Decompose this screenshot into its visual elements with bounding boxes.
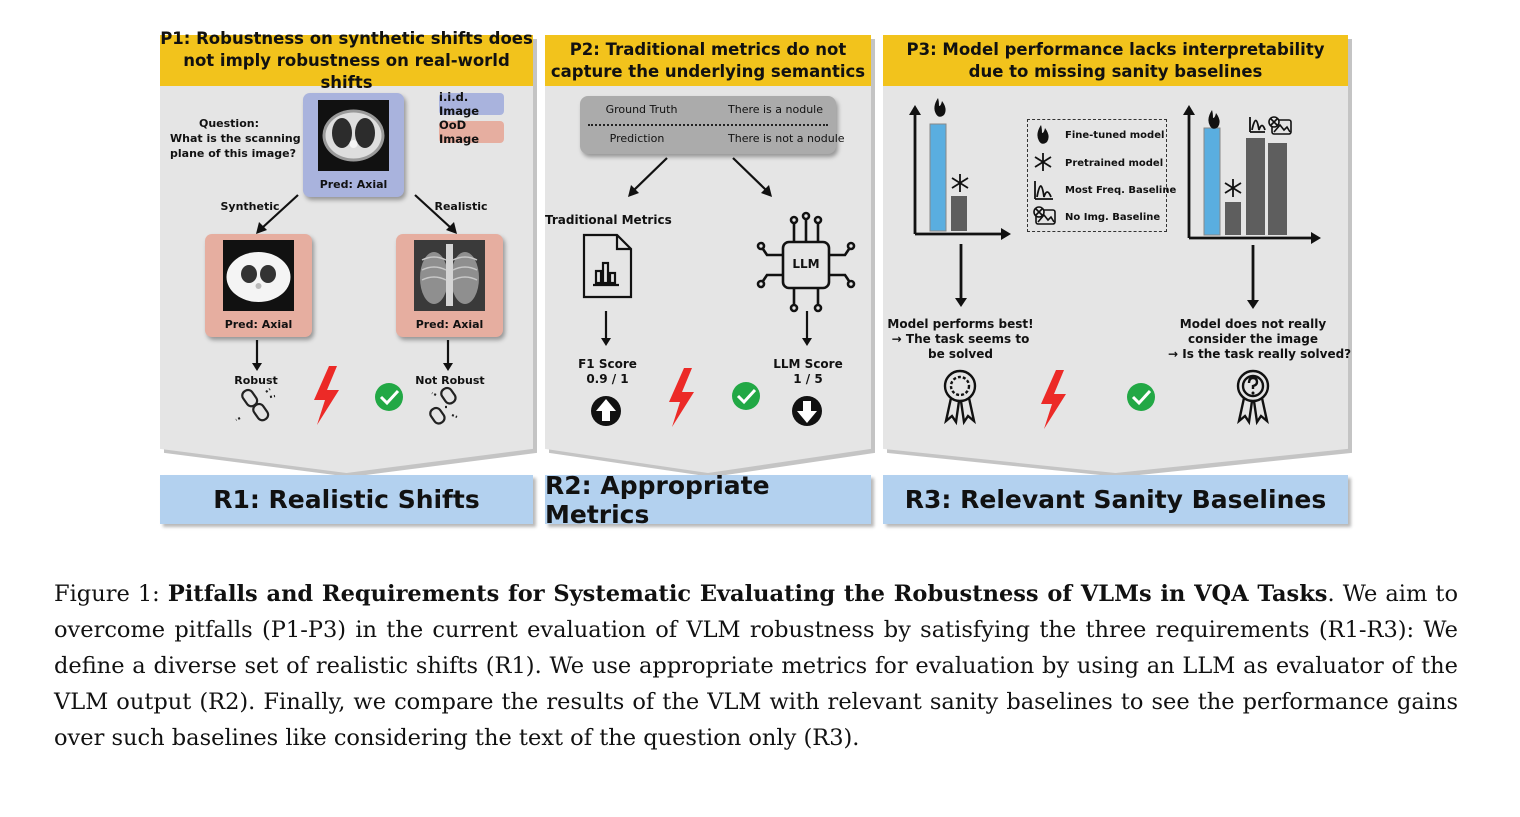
bar-pretrained — [951, 196, 967, 231]
caption-prefix: Figure 1: — [54, 581, 168, 607]
bar-finetuned — [929, 123, 947, 232]
realistic-image-box: Pred: Axial — [396, 234, 503, 337]
legend-no-img: No Img. Baseline — [1065, 212, 1161, 223]
checkmark-icon — [1127, 383, 1155, 411]
header-line: not imply robustness on real-world shift… — [183, 50, 510, 92]
ct-lungs-icon — [322, 109, 385, 162]
lightning-bolt-icon — [669, 368, 694, 427]
ct-lungs-icon — [226, 252, 291, 302]
figure-caption: Figure 1: Pitfalls and Requirements for … — [54, 576, 1458, 756]
award-ribbon-icon — [943, 369, 977, 426]
checkmark-icon — [732, 382, 760, 410]
bar-no-img-baseline — [1268, 143, 1287, 235]
flame-icon — [1208, 110, 1220, 129]
lightning-bolt-icon — [314, 366, 339, 425]
caption-body: . We aim to overcome pitfalls (P1-P3) in… — [54, 581, 1459, 751]
chest-xray-icon — [414, 240, 485, 311]
arrow-down-circle-icon — [792, 396, 822, 426]
divider — [588, 124, 828, 126]
requirement-r2: R2: Appropriate Metrics — [545, 471, 871, 529]
requirement-r1: R1: Realistic Shifts — [160, 475, 533, 524]
histogram-icon — [1034, 181, 1053, 200]
snowflake-icon — [951, 174, 969, 192]
snowflake-icon — [1224, 179, 1242, 197]
p2-graphics — [582, 157, 856, 427]
broken-chain-icon — [429, 386, 458, 425]
p1-arrows — [235, 194, 458, 425]
gt-value: There is a nodule — [728, 103, 824, 116]
pred-label: Pred: Axial — [319, 178, 388, 191]
bar-finetuned — [1203, 127, 1221, 236]
chain-link-icon — [235, 388, 276, 422]
prediction-label: Prediction — [609, 132, 665, 145]
no-image-icon — [1033, 206, 1056, 225]
ct-image — [223, 240, 294, 311]
legend-finetuned: Fine-tuned model — [1065, 130, 1165, 141]
iid-image-box: Pred: Axial — [303, 93, 404, 197]
gt-prediction-box: Ground Truth There is a nodule Predictio… — [580, 96, 845, 154]
ct-image — [318, 100, 389, 171]
arrow-up-circle-icon — [591, 396, 621, 426]
panel-header: P3: Model performance lacks interpretabi… — [883, 35, 1348, 86]
document-chart-icon — [582, 233, 633, 299]
panel-p3: P3: Model performance lacks interpretabi… — [883, 35, 1352, 477]
llm-chip-label: LLM — [792, 257, 820, 271]
traditional-metrics-label: Traditional Metrics — [545, 213, 672, 227]
checkmark-icon — [375, 383, 403, 411]
legend-pretrained: Pretrained model — [1065, 158, 1164, 169]
pred-label: Pred: Axial — [224, 318, 293, 331]
not-robust-label: Not Robust — [415, 374, 485, 387]
question-award-icon — [1236, 369, 1270, 426]
legend-box — [1027, 119, 1167, 232]
requirement-r3: R3: Relevant Sanity Baselines — [883, 475, 1348, 524]
iid-tag: i.i.d. Image — [439, 90, 504, 118]
caption-title: Pitfalls and Requirements for Systematic… — [167, 581, 1328, 607]
header-line: capture the underlying semantics — [550, 61, 866, 81]
ood-tag: OoD Image — [439, 118, 504, 146]
header-line: due to missing sanity baselines — [968, 61, 1263, 81]
p3-graphics — [909, 98, 1321, 429]
llm-chip-icon — [756, 211, 856, 313]
flame-icon — [934, 98, 946, 117]
header-line: P1: Robustness on synthetic shifts does — [160, 28, 533, 48]
gt-label: Ground Truth — [605, 103, 678, 116]
bar-most-freq-baseline — [1246, 138, 1265, 235]
header-line: P2: Traditional metrics do not — [569, 39, 847, 59]
histogram-icon — [1249, 117, 1266, 133]
chest-xray-image — [414, 240, 485, 311]
synthetic-image-box: Pred: Axial — [205, 234, 312, 337]
flame-icon — [1037, 125, 1049, 144]
no-image-icon — [1268, 116, 1292, 135]
snowflake-icon — [1034, 153, 1052, 171]
robust-label: Robust — [234, 374, 278, 387]
synthetic-label: Synthetic — [220, 200, 280, 213]
bar-pretrained — [1225, 202, 1241, 235]
header-line: P3: Model performance lacks interpretabi… — [906, 39, 1325, 59]
lightning-bolt-icon — [1041, 370, 1066, 429]
realistic-label: Realistic — [434, 200, 488, 213]
legend-most-freq: Most Freq. Baseline — [1065, 185, 1177, 196]
prediction-value: There is not a nodule — [728, 132, 845, 145]
pred-label: Pred: Axial — [415, 318, 484, 331]
